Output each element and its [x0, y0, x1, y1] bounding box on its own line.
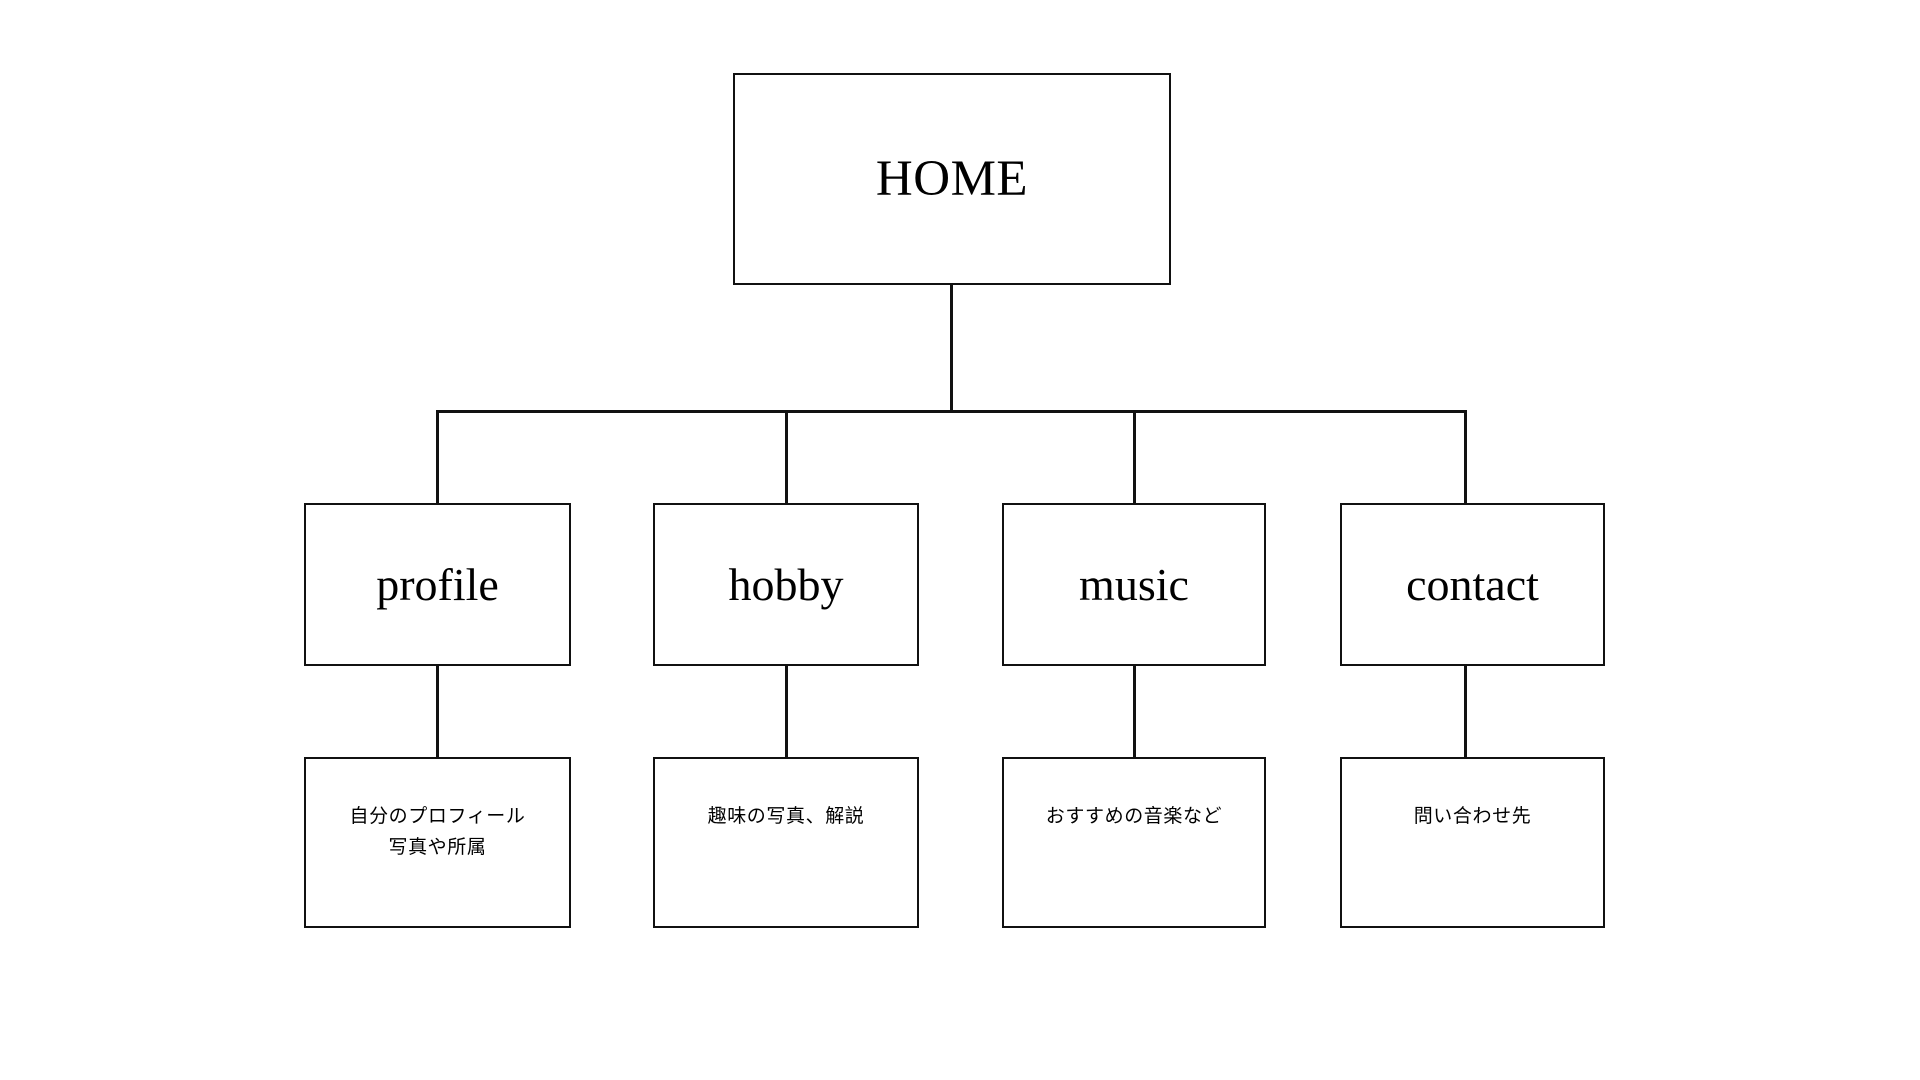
node-music-label: music [1079, 558, 1189, 610]
connector-hobby-to-detail [785, 665, 788, 758]
node-music-detail[interactable]: おすすめの音楽など [1002, 757, 1266, 928]
connector-music-to-detail [1133, 665, 1136, 758]
node-home-label: HOME [875, 150, 1029, 207]
connector-horizontal-bus [437, 410, 1467, 413]
node-contact-detail-label: 問い合わせ先 [1413, 805, 1532, 827]
node-hobby-label: hobby [728, 558, 844, 610]
connector-contact-to-detail [1464, 665, 1467, 758]
node-profile-label: profile [376, 558, 499, 610]
node-hobby[interactable]: hobby [653, 503, 919, 666]
node-profile[interactable]: profile [304, 503, 571, 666]
connector-drop-music [1133, 410, 1136, 505]
node-profile-detail[interactable]: 自分のプロフィール 写真や所属 [304, 757, 571, 928]
node-home[interactable]: HOME [733, 73, 1171, 285]
node-hobby-detail-label: 趣味の写真、解説 [707, 805, 865, 827]
connector-drop-profile [436, 410, 439, 505]
connector-drop-hobby [785, 410, 788, 505]
node-hobby-detail[interactable]: 趣味の写真、解説 [653, 757, 919, 928]
connector-drop-contact [1464, 410, 1467, 505]
connector-root-stem [950, 284, 953, 412]
node-contact[interactable]: contact [1340, 503, 1605, 666]
node-music[interactable]: music [1002, 503, 1266, 666]
node-contact-label: contact [1406, 558, 1539, 610]
connector-profile-to-detail [436, 665, 439, 758]
node-contact-detail[interactable]: 問い合わせ先 [1340, 757, 1605, 928]
node-profile-detail-label: 自分のプロフィール 写真や所属 [349, 805, 526, 859]
node-music-detail-label: おすすめの音楽など [1045, 805, 1223, 827]
